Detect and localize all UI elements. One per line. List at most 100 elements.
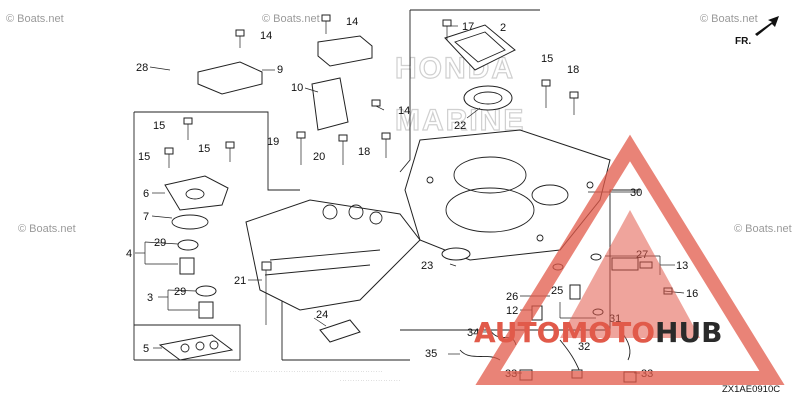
callout-28: 28	[136, 62, 148, 74]
manifold-port	[348, 204, 364, 220]
logo-triangle-outer-icon	[475, 134, 785, 385]
copyright-fine-print: · · · · · · · · · · · · · · · · · · · · …	[230, 369, 382, 374]
callout-2: 2	[500, 22, 506, 34]
plate-hole	[586, 181, 594, 189]
callout-13: 13	[676, 260, 688, 272]
frame-bottom-left	[134, 324, 241, 361]
callout-18-b: 18	[567, 64, 579, 76]
callout-7: 7	[143, 211, 149, 223]
callout-35: 35	[425, 348, 437, 360]
thermostat-group	[158, 175, 234, 361]
callout-10: 10	[291, 82, 303, 94]
bolt	[296, 131, 306, 165]
logo-text-accent: AUTOMOTO	[474, 316, 655, 349]
gasket-23	[441, 247, 471, 261]
thermostat-cover-port	[185, 188, 205, 200]
callout-15-c: 15	[198, 143, 210, 155]
bolt	[261, 261, 272, 325]
brackets	[197, 35, 373, 131]
callout-34: 34	[467, 327, 479, 339]
bracket-10	[311, 77, 349, 131]
thermostat-4	[179, 257, 195, 275]
washer-29b	[195, 285, 217, 297]
callout-23: 23	[421, 260, 433, 272]
manifold-port	[369, 211, 383, 225]
thermostat-gasket	[171, 214, 209, 230]
callout-12: 12	[506, 305, 518, 317]
callout-numbers: 2 3 4 5 6 7 9 10 12 13 14 14 14 15 15 15…	[126, 16, 698, 380]
plate-opening-upper	[453, 156, 527, 194]
callout-17: 17	[462, 21, 474, 33]
harness-32	[559, 339, 581, 373]
callout-14-c: 14	[398, 105, 410, 117]
plate-hole	[426, 176, 434, 184]
callout-16: 16	[686, 288, 698, 300]
manifold-port	[322, 204, 338, 220]
watermark-text: © Boats.net	[6, 13, 64, 25]
callout-9: 9	[277, 64, 283, 76]
automotohub-logo: AUTOMOTOHUB	[474, 134, 785, 385]
oil-seal	[463, 85, 513, 111]
gasket-24	[319, 319, 361, 343]
watermark-text: © Boats.net	[18, 223, 76, 235]
sensor-25	[569, 284, 581, 300]
plate-hole	[536, 234, 544, 242]
seal-inner	[473, 91, 503, 105]
cover-plate-body	[444, 24, 516, 71]
cover-plate-inner	[454, 31, 506, 63]
callout-21: 21	[234, 275, 246, 287]
callout-4: 4	[126, 248, 132, 260]
callout-20: 20	[313, 151, 325, 163]
callout-29-a: 29	[154, 237, 166, 249]
bolt	[541, 79, 551, 108]
bolts	[164, 14, 685, 325]
bolt	[569, 91, 579, 115]
manifold-assembly	[245, 199, 421, 311]
callout-15-d: 15	[541, 53, 553, 65]
washer-29a	[177, 239, 199, 251]
bolt	[371, 99, 385, 111]
bolt	[164, 147, 174, 168]
cover-plate	[444, 24, 516, 71]
bolt	[183, 117, 193, 140]
front-direction-label: FR.	[735, 36, 751, 47]
front-arrow-icon	[755, 16, 779, 36]
callout-3: 3	[147, 292, 153, 304]
callout-14-a: 14	[260, 30, 272, 42]
bolt	[235, 29, 245, 48]
callout-6: 6	[143, 188, 149, 200]
front-direction-indicator: FR.	[735, 16, 779, 47]
callout-18-a: 18	[358, 146, 370, 158]
watermark-layer: © Boats.net © Boats.net © Boats.net © Bo…	[6, 13, 792, 235]
callout-25: 25	[551, 285, 563, 297]
watermark-text: © Boats.net	[262, 13, 320, 25]
bolt	[381, 132, 391, 158]
bolt	[321, 14, 331, 34]
callout-32: 32	[578, 341, 590, 353]
callout-26: 26	[506, 291, 518, 303]
seal-outer	[463, 85, 513, 111]
manifold-rail	[264, 264, 371, 276]
thermostat-3	[198, 301, 214, 319]
logo-triangle-inner-icon	[560, 210, 700, 338]
callout-5: 5	[143, 343, 149, 355]
small-gaskets	[319, 247, 471, 343]
manifold-rail	[269, 249, 381, 261]
callout-15-b: 15	[138, 151, 150, 163]
gasket-5-hole	[195, 341, 205, 351]
frame-left-group	[134, 111, 300, 191]
plate-opening-right	[531, 184, 569, 206]
callout-22: 22	[454, 120, 466, 132]
gasket-5-hole	[209, 340, 219, 350]
bolt	[225, 141, 235, 162]
diagram-code: ZX1AE0910C	[722, 384, 780, 395]
callout-30: 30	[630, 187, 642, 199]
copyright-fine-print: · · · · · · · · · · · · · · · · · · · · …	[340, 378, 400, 383]
bracket-upper	[317, 35, 373, 67]
callout-15-a: 15	[153, 120, 165, 132]
plate-opening-lower	[445, 187, 535, 233]
callout-14-b: 14	[346, 16, 358, 28]
logo-text: AUTOMOTOHUB	[474, 316, 723, 349]
thermostat-cover	[164, 175, 229, 211]
